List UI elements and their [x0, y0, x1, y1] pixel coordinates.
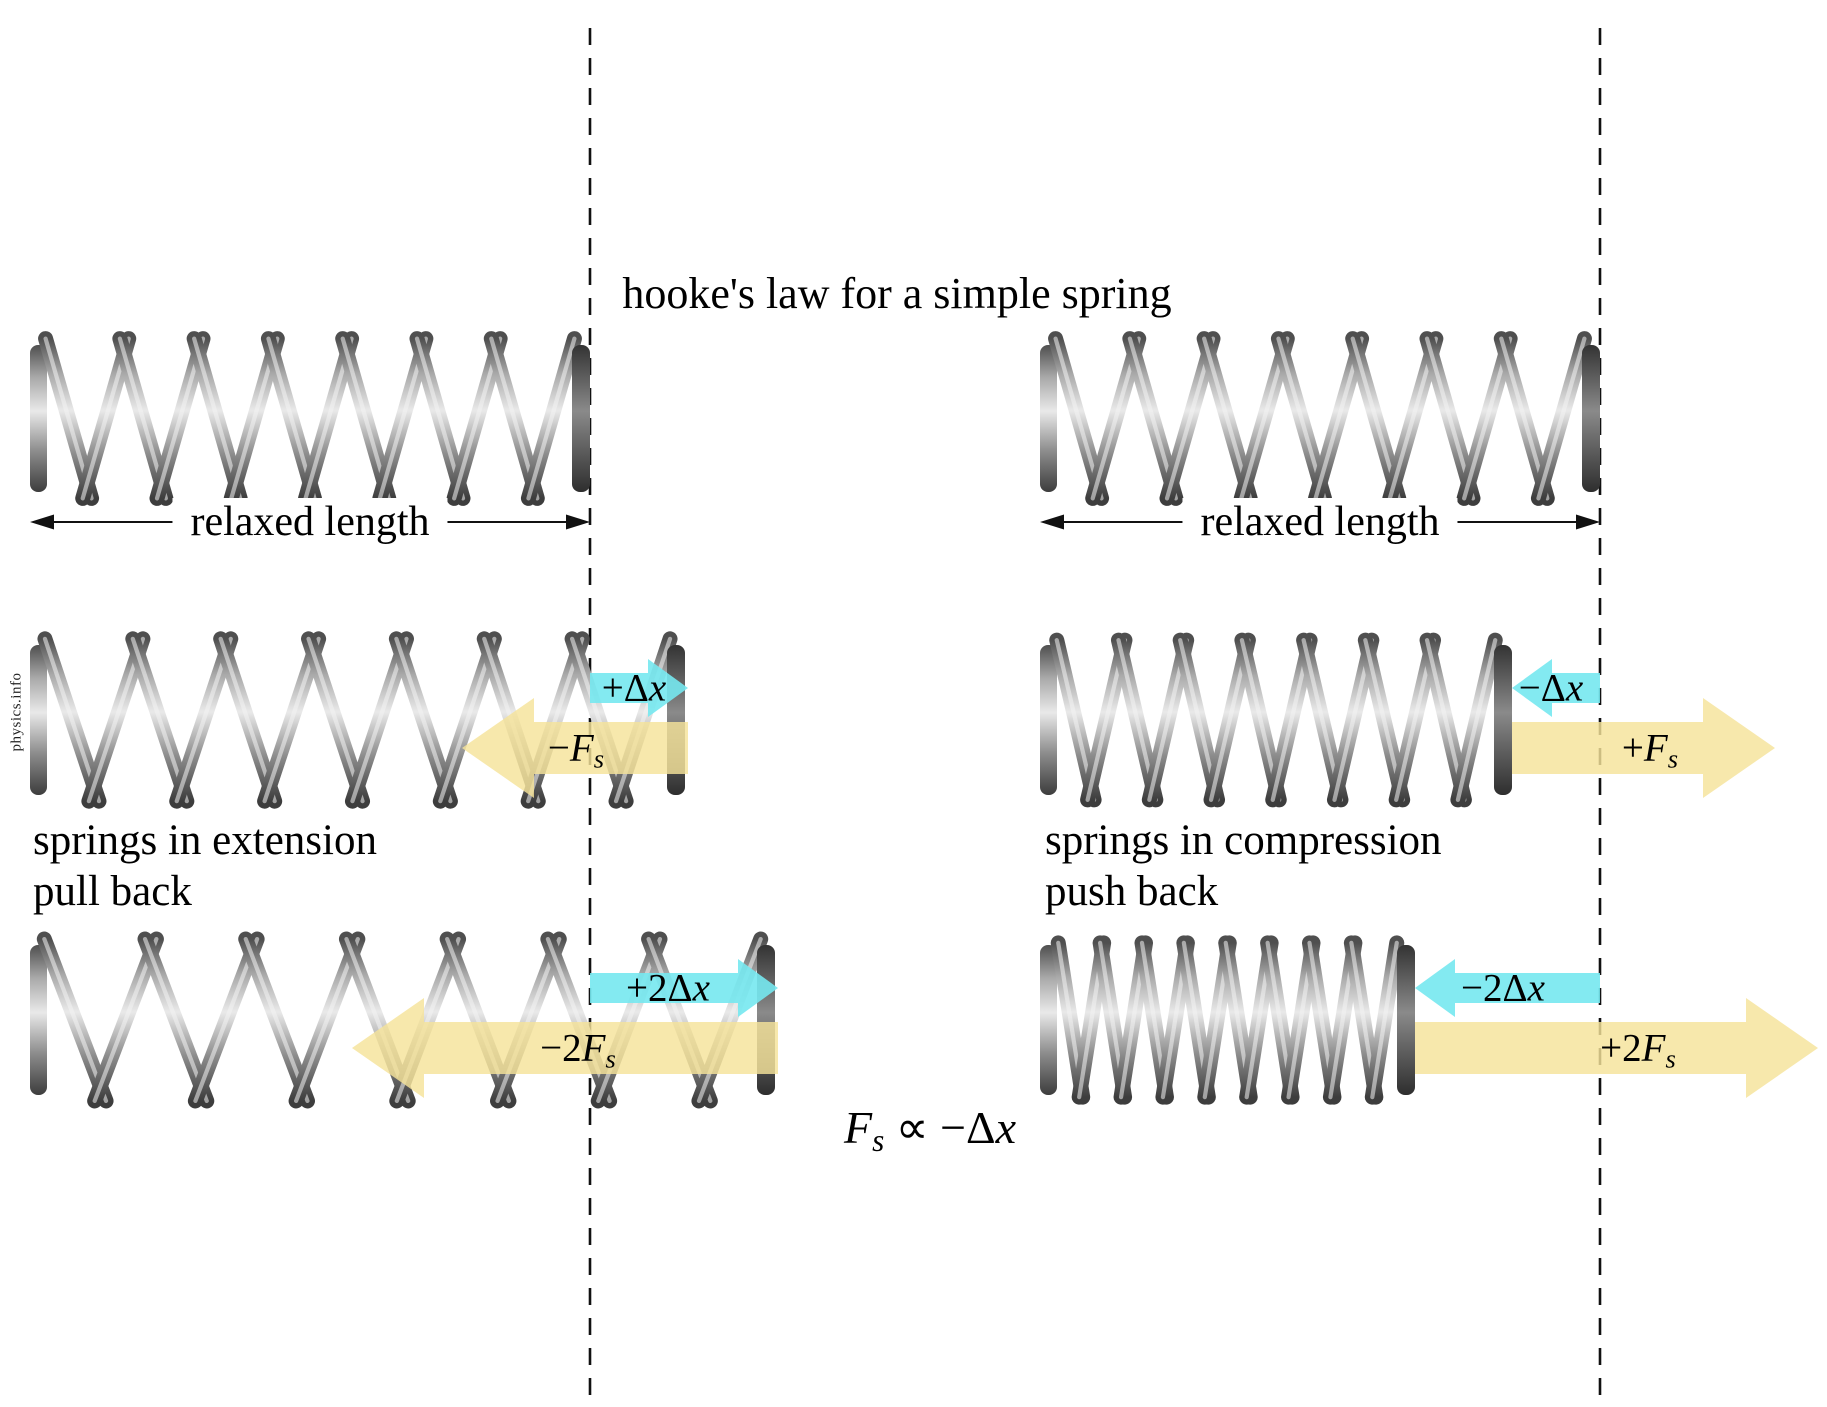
force-symbol: F [1641, 1026, 1666, 1070]
spring-end-cap [30, 645, 47, 795]
force-subscript: s [605, 1043, 616, 1074]
spring-coil [1040, 935, 1415, 1105]
force-subscript: s [1665, 1043, 1676, 1074]
formula-relation: ∝ −Δ [884, 1102, 996, 1153]
relaxed-length-dimension-right-arrowhead [1576, 514, 1600, 530]
spring-end-cap [1040, 945, 1057, 1095]
disp-pre: +Δ [601, 666, 649, 710]
diagram-title: hooke's law for a simple spring [622, 269, 1172, 318]
caption-line-2: pull back [33, 867, 192, 915]
displacement-arrow-plus-2dx [590, 959, 778, 1017]
force-sign: −2 [540, 1026, 582, 1070]
disp-var: x [648, 666, 667, 710]
force-sign: − [547, 726, 570, 770]
displacement-label-left-1: +Δx [602, 666, 666, 711]
force-subscript: s [593, 743, 605, 774]
caption-line-1: springs in extension [33, 817, 377, 864]
caption-line-2: push back [1045, 867, 1219, 915]
spring-end-cap [1397, 945, 1415, 1095]
relaxed-length-label-right: relaxed length [1182, 498, 1458, 546]
force-sign: +2 [1600, 1026, 1642, 1070]
relaxed-length-dimension-right-arrowhead [1040, 514, 1064, 530]
force-label-right-2: +2Fs [1600, 1026, 1676, 1074]
displacement-arrow-minus-2dx [1415, 959, 1600, 1017]
disp-var: x [1565, 666, 1584, 710]
force-sign: + [1621, 726, 1644, 770]
formula-symbol: F [843, 1102, 873, 1153]
force-label-left-2: −2Fs [540, 1026, 616, 1074]
displacement-label-right-2: −2Δx [1461, 966, 1545, 1011]
spring-coil [30, 331, 590, 506]
relaxed-length-label-left: relaxed length [172, 498, 448, 546]
caption-compression: springs in compression push back [1045, 816, 1442, 917]
force-arrow-plus-2fs [1415, 998, 1818, 1098]
spring-end-cap [1582, 345, 1600, 492]
spring-end-cap [572, 345, 590, 492]
formula-subscript: s [872, 1122, 885, 1158]
spring-coil [1040, 632, 1512, 808]
force-label-left-1: −Fs [547, 726, 605, 774]
spring-coil [1040, 331, 1600, 506]
force-symbol: F [1643, 726, 1668, 770]
spring-end-cap [1040, 645, 1057, 795]
force-arrow-plus-fs [1512, 698, 1775, 798]
disp-pre: −2Δ [1461, 966, 1528, 1010]
spring-end-cap [1040, 345, 1057, 492]
relaxed-length-dimension-left-arrowhead [566, 514, 590, 530]
displacement-label-right-1: −Δx [1519, 666, 1583, 711]
hookes-law-formula: Fs ∝ −Δx [843, 1100, 1017, 1158]
watermark: physics.info [8, 672, 25, 752]
caption-line-1: springs in compression [1045, 817, 1442, 864]
force-symbol: F [569, 726, 594, 770]
disp-var: x [1527, 966, 1545, 1010]
force-arrow-minus-fs [462, 698, 688, 798]
force-arrow-minus-2fs [352, 998, 778, 1098]
relaxed-length-dimension-left-arrowhead [30, 514, 54, 530]
spring-coil [30, 631, 685, 809]
displacement-arrow-plus-dx [590, 659, 688, 717]
displacement-arrow-minus-dx [1512, 659, 1600, 717]
formula-var: x [995, 1102, 1017, 1153]
disp-var: x [692, 966, 710, 1010]
displacement-label-left-2: +2Δx [626, 966, 710, 1011]
force-symbol: F [581, 1026, 606, 1070]
spring-end-cap [30, 945, 47, 1095]
force-label-right-1: +Fs [1621, 726, 1679, 774]
force-subscript: s [1667, 743, 1679, 774]
spring-end-cap [1494, 645, 1512, 795]
spring-end-cap [30, 345, 47, 492]
disp-pre: −Δ [1518, 666, 1566, 710]
disp-pre: +2Δ [626, 966, 693, 1010]
caption-extension: springs in extension pull back [33, 816, 377, 917]
